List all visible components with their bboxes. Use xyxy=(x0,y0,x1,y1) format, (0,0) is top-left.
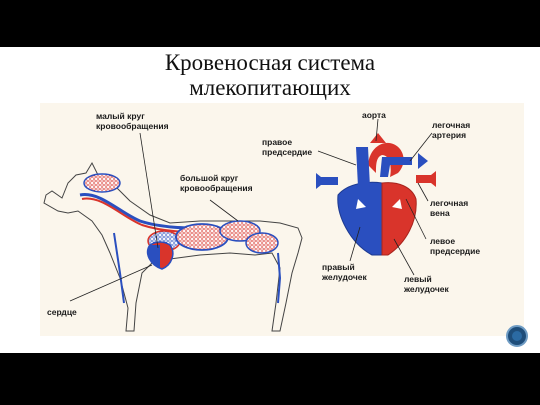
body-heart-right xyxy=(147,245,160,268)
label-small-circle-line2: кровообращения xyxy=(96,121,169,131)
arrow-in-right xyxy=(426,171,436,187)
aorta-shape xyxy=(368,142,404,177)
right-ventricle-shape xyxy=(337,181,383,256)
label-aorta-text: аорта xyxy=(362,110,386,120)
left-ventricle-shape xyxy=(381,182,417,256)
arrow-ventricle-2 xyxy=(392,199,402,209)
pointer-right-ventricle xyxy=(349,226,361,262)
label-left-ventricle: левый желудочек xyxy=(404,274,449,294)
pointer-heart xyxy=(69,264,153,302)
label-right-ventricle: правый желудочек xyxy=(322,262,367,282)
pointer-big-circle xyxy=(209,199,239,222)
label-left-ventricle-line1: левый xyxy=(404,274,432,284)
label-big-circle-line2: кровообращения xyxy=(180,183,253,193)
arrow-up-aorta xyxy=(370,133,386,143)
label-pulmonary-artery-line2: артерия xyxy=(432,130,467,140)
label-big-circle-line1: большой круг xyxy=(180,173,239,183)
label-pulmonary-artery: легочная артерия xyxy=(432,120,470,140)
capillary-front-leg xyxy=(113,232,125,304)
label-aorta: аорта xyxy=(362,110,386,120)
arrow-ventricle-1 xyxy=(356,199,366,209)
label-right-ventricle-line1: правый xyxy=(322,262,355,272)
pulmonary-vein-left xyxy=(318,177,338,185)
title-line-2: млекопитающих xyxy=(189,75,351,100)
capillary-rear xyxy=(245,232,279,254)
pointer-left-atrium xyxy=(405,198,427,240)
label-small-circle: малый круг кровообращения xyxy=(96,111,169,131)
heart-detail xyxy=(316,133,436,256)
capillary-hind-leg xyxy=(277,252,282,304)
circulatory-diagram xyxy=(40,103,524,336)
title-line-1: Кровеносная система xyxy=(164,50,376,75)
nav-circle-icon[interactable] xyxy=(506,325,528,347)
pointer-small-circle xyxy=(139,132,159,249)
label-heart: сердце xyxy=(47,307,77,317)
label-left-atrium-line2: предсердие xyxy=(430,246,481,256)
label-right-atrium-line1: правое xyxy=(262,137,293,147)
pointer-left-ventricle xyxy=(393,238,415,276)
label-small-circle-line1: малый круг xyxy=(96,111,145,121)
circulatory-diagram-svg xyxy=(43,118,436,332)
label-big-circle: большой круг кровообращения xyxy=(180,173,253,193)
nav-circle-inner xyxy=(512,331,522,341)
label-right-atrium-line2: предсердие xyxy=(262,147,313,157)
pointer-aorta xyxy=(375,118,379,142)
pulmonary-artery-shape xyxy=(380,157,412,177)
vena-cava-shape xyxy=(356,147,370,187)
label-pulmonary-vein-line2: вена xyxy=(430,208,450,218)
label-left-ventricle-line2: желудочек xyxy=(404,284,449,294)
slide-title: Кровеносная система млекопитающих xyxy=(0,50,540,100)
label-pulmonary-vein: легочная вена xyxy=(430,198,468,218)
label-pulmonary-vein-line1: легочная xyxy=(430,198,469,208)
label-heart-text: сердце xyxy=(47,307,77,317)
pointer-right-atrium xyxy=(317,150,357,166)
label-left-atrium: левое предсердие xyxy=(430,236,480,256)
label-pulmonary-artery-line1: легочная xyxy=(432,120,471,130)
pointer-pulm-vein xyxy=(417,182,429,202)
label-right-atrium: правое предсердие xyxy=(262,137,312,157)
arrow-out-pa xyxy=(418,153,428,169)
label-right-ventricle-line2: желудочек xyxy=(322,272,367,282)
arrow-in-left xyxy=(316,173,326,189)
pulmonary-vein-right xyxy=(416,175,432,183)
label-left-atrium-line1: левое xyxy=(430,236,456,246)
pointer-pulm-artery xyxy=(409,132,433,162)
capillary-head xyxy=(83,173,121,193)
